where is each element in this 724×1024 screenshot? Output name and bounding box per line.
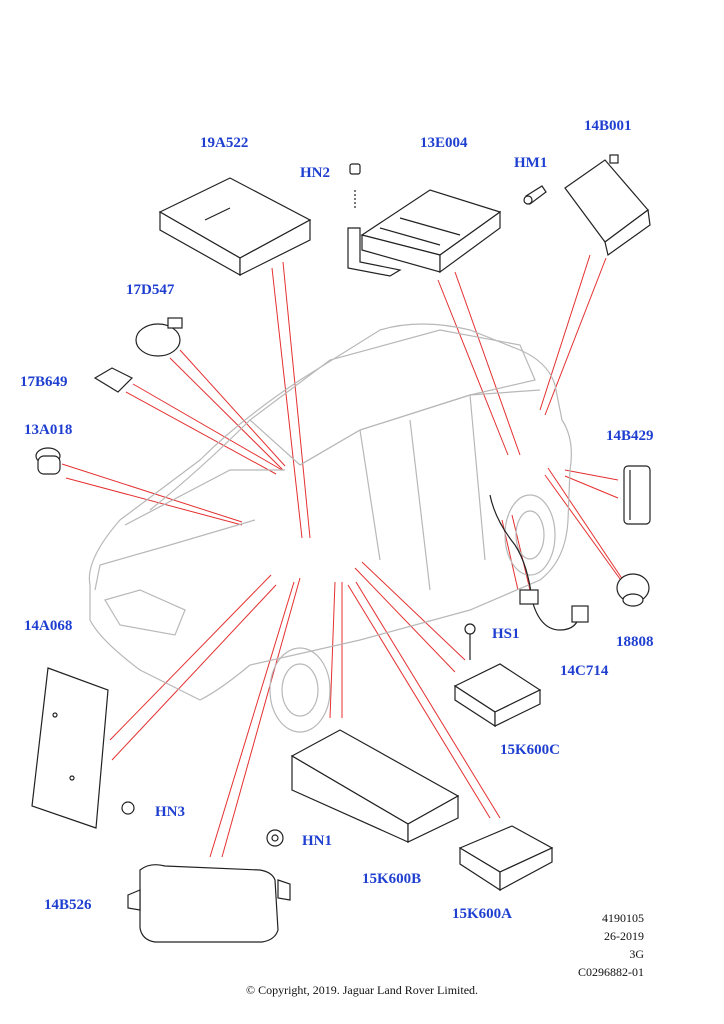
module-15K600B — [290, 729, 460, 843]
sensor-18808 — [616, 573, 650, 607]
label-HN1: HN1 — [302, 833, 332, 849]
sensor-17B649 — [93, 367, 134, 393]
label-13A018: 13A018 — [24, 422, 73, 438]
drawing-number: 4190105 — [602, 911, 644, 925]
label-HN2: HN2 — [300, 165, 330, 181]
label-14B429: 14B429 — [606, 428, 654, 444]
label-17B649: 17B649 — [20, 374, 68, 390]
label-15K600C: 15K600C — [500, 742, 560, 758]
label-HS1: HS1 — [492, 626, 520, 642]
nut-HN3 — [121, 801, 135, 815]
label-13E004: 13E004 — [420, 135, 468, 151]
harness-14C714 — [489, 494, 589, 631]
horn-13A018 — [35, 447, 61, 475]
drawing-reference: C0296882-01 — [578, 965, 644, 979]
nut-HN1 — [266, 829, 284, 847]
label-15K600A: 15K600A — [452, 906, 512, 922]
drawing-date: 26-2019 — [604, 929, 644, 943]
label-15K600B: 15K600B — [362, 871, 422, 887]
sensor-17D547 — [135, 317, 183, 357]
module-15K600C — [453, 663, 542, 728]
module-19A522 — [158, 177, 312, 277]
module-14B429 — [623, 465, 651, 525]
label-18808: 18808 — [616, 634, 654, 650]
label-14C714: 14C714 — [560, 663, 609, 679]
bolt-HS1 — [464, 623, 476, 660]
leader-lines — [61, 254, 636, 858]
copyright-text: © Copyright, 2019. Jaguar Land Rover Lim… — [245, 983, 479, 997]
label-HN3: HN3 — [155, 804, 185, 820]
label-HM1: HM1 — [514, 155, 548, 171]
screw-HM1 — [523, 185, 547, 205]
module-13E004 — [347, 189, 502, 277]
module-14B001 — [564, 154, 651, 257]
drawing-revision: 3G — [629, 947, 644, 961]
label-14A068: 14A068 — [24, 618, 73, 634]
nut-HN2 — [349, 163, 361, 210]
label-14B001: 14B001 — [584, 118, 632, 134]
label-14B526: 14B526 — [44, 897, 92, 913]
module-14A068 — [31, 667, 109, 829]
components — [31, 154, 651, 943]
module-15K600A — [458, 825, 554, 892]
module-14B526 — [127, 864, 291, 943]
vehicle-outline — [88, 323, 572, 733]
label-17D547: 17D547 — [126, 282, 175, 298]
label-19A522: 19A522 — [200, 135, 249, 151]
